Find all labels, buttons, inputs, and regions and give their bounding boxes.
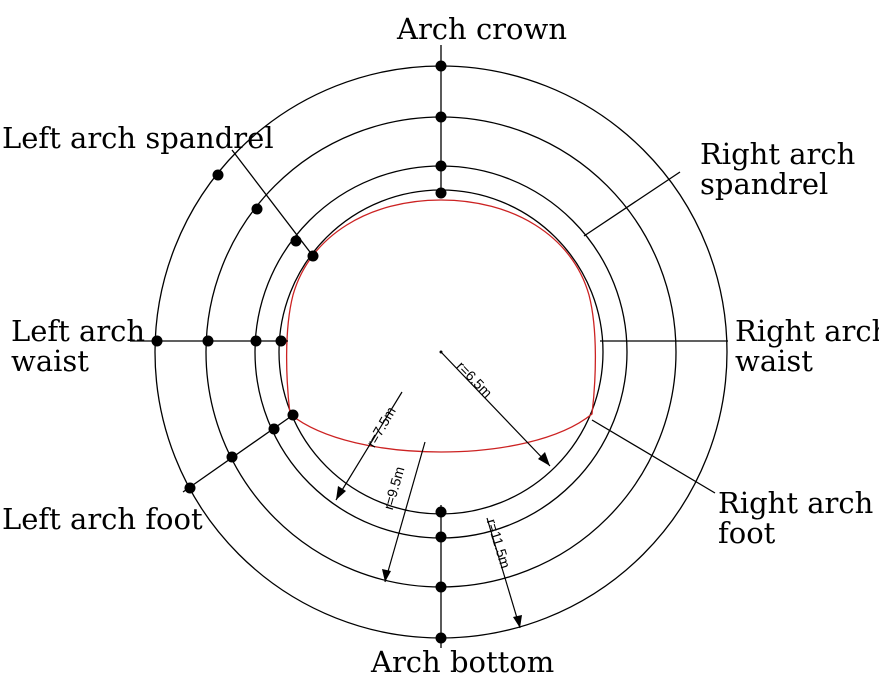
label-right-arch-foot-line2: foot	[718, 516, 776, 550]
arrowhead-r7-5	[336, 486, 346, 500]
point-left-waist-2	[202, 335, 214, 347]
label-right-arch-spandrel-line1: Right arch	[700, 137, 856, 171]
label-right-arch-foot-line1: Right arch	[718, 486, 874, 520]
label-right-arch-spandrel-line2: spandrel	[700, 167, 829, 201]
point-crown-3	[435, 160, 447, 172]
point-bottom-2	[435, 531, 447, 543]
label-arch-crown: Arch crown	[397, 12, 568, 46]
point-left-waist-3	[250, 335, 262, 347]
point-bottom-4	[435, 632, 447, 644]
arrowhead-r6-5	[538, 452, 550, 466]
point-left-foot-2	[226, 451, 238, 463]
center-point	[439, 350, 443, 354]
point-bottom-1	[435, 506, 447, 518]
point-left-waist-1	[151, 335, 163, 347]
point-crown-1	[435, 60, 447, 72]
radius-arrow-r11-5	[486, 517, 521, 629]
label-right-arch-waist-line1: Right arch	[735, 314, 879, 348]
point-left-foot-4	[287, 409, 299, 421]
point-left-foot-3	[268, 423, 280, 435]
point-left-spandrel-1	[212, 169, 224, 181]
right-spandrel-leader	[583, 171, 681, 237]
label-right-arch-waist-line2: waist	[735, 344, 813, 378]
label-left-arch-waist-line1: Left arch	[11, 314, 146, 348]
point-left-spandrel-3	[290, 235, 302, 247]
label-left-arch-spandrel: Left arch spandrel	[2, 121, 274, 155]
radius-arrow-r7-5	[335, 391, 403, 501]
arrowhead-r9-5	[382, 569, 391, 582]
right-foot-leader	[591, 419, 716, 494]
point-left-spandrel-2	[251, 203, 263, 215]
radius-arrow-r9-5	[384, 441, 426, 583]
label-left-arch-waist-line2: waist	[11, 344, 89, 378]
label-arch-bottom: Arch bottom	[371, 645, 555, 679]
point-crown-2	[435, 111, 447, 123]
point-bottom-3	[435, 581, 447, 593]
point-left-foot-1	[184, 482, 196, 494]
point-left-waist-4	[275, 335, 287, 347]
point-crown-4	[435, 187, 447, 199]
arrowhead-r11-5	[513, 615, 522, 628]
label-left-arch-foot: Left arch foot	[2, 502, 203, 536]
point-left-spandrel-4	[307, 250, 319, 262]
radius-arrow-r6-5	[440, 351, 551, 467]
tunnel-profile	[285, 199, 597, 453]
